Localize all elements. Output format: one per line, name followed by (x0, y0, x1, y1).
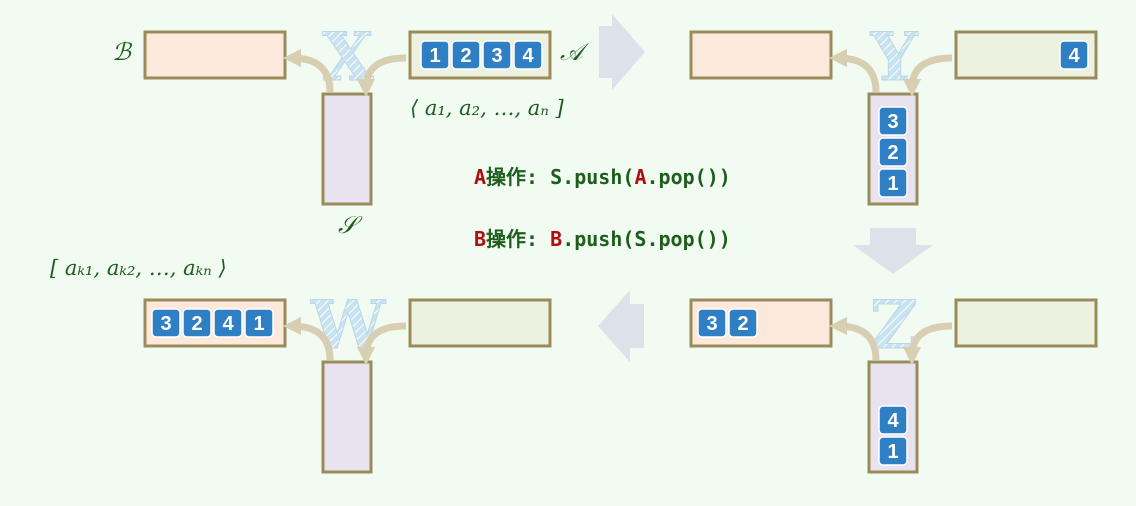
b-op-code-2: .push(S.pop()) (562, 227, 731, 251)
panel-z-b-item-0-value: 3 (706, 313, 717, 335)
panel-w-arrow-to-b (282, 316, 334, 361)
b-op-prefix: B (474, 227, 487, 251)
panel-y-arrow-from-a (902, 54, 953, 98)
a-op-prefix: A (474, 165, 487, 189)
a-op-code-1: S.push( (550, 165, 635, 189)
panel-w-b-item-1-value: 2 (191, 313, 202, 335)
panel-x-arrow-to-b (282, 48, 334, 93)
stack-s-label: 𝒮 (338, 211, 357, 239)
panel-z-letter: Z (870, 286, 918, 364)
panel-y-stack-item-0-value: 3 (887, 111, 898, 133)
input-sequence: ⟨ a₁, a₂, …, aₙ ] (410, 96, 564, 120)
panel-x-a-item-0-box (420, 40, 450, 70)
panel-z-b-item-0-box (697, 308, 727, 338)
panel-y-a-item-0-box (1059, 40, 1089, 70)
transition-arrow-right (599, 14, 645, 90)
panel-w-b-item-3-value: 1 (253, 313, 264, 335)
panel-y-queue-b (689, 30, 833, 80)
panel-y-arrow-to-b (828, 48, 880, 93)
panel-z-arrow-to-b (828, 316, 880, 361)
b-op-code-hl: B (550, 227, 563, 251)
panel-z-b-item-1-value: 2 (737, 313, 748, 335)
panel-w-b-item-1-box (182, 308, 212, 338)
panel-x-a-item-3-value: 4 (522, 45, 534, 67)
panel-x-a-item-0-value: 1 (429, 45, 440, 67)
panel-w-letter: W (310, 286, 386, 364)
panel-y-stack-item-1-box (878, 137, 908, 167)
panel-x-stack (321, 92, 373, 206)
panel-y-stack-item-1-value: 2 (887, 142, 898, 164)
a-op-code-2: .pop()) (646, 165, 731, 189)
a-op-code-hl: A (634, 165, 647, 189)
panel-w-stack (321, 360, 373, 474)
panel-y-stack-item-0-box (878, 106, 908, 136)
panel-w-b-item-2-value: 4 (222, 313, 234, 335)
panel-x-a-item-3-box (513, 40, 543, 70)
transition-arrow-left (598, 290, 644, 362)
panel-z-stack-item-1-box (878, 436, 908, 466)
queue-b-label: ℬ (112, 38, 131, 66)
panel-w-b-item-3-box (244, 308, 274, 338)
panel-z-queue-a (954, 298, 1098, 348)
queue-a-label: 𝒜 (560, 38, 583, 66)
panel-y-stack-item-2-box (878, 168, 908, 198)
b-op-name: 操作: (486, 227, 551, 251)
output-sequence: [ aₖ₁, aₖ₂, …, aₖₙ ⟩ (50, 256, 227, 280)
panel-z-b-item-1-box (728, 308, 758, 338)
panel-x-arrow-from-a (356, 54, 407, 98)
panel-x-queue-b (143, 30, 287, 80)
panel-x-a-item-1-value: 2 (460, 45, 471, 67)
transition-arrow-down (853, 228, 933, 274)
panel-x-a-item-1-box (451, 40, 481, 70)
panel-y-stack-item-2-value: 1 (887, 173, 898, 195)
panel-z-stack-item-0-value: 4 (887, 410, 899, 432)
panel-z-stack-item-0-box (878, 405, 908, 435)
panel-x-a-item-2-value: 3 (491, 45, 502, 67)
panel-z-arrow-from-a (902, 322, 953, 366)
a-op-name: 操作: (486, 165, 551, 189)
panel-w-queue-a (408, 298, 552, 348)
panel-w-b-item-0-value: 3 (160, 313, 171, 335)
panel-x-a-item-2-box (482, 40, 512, 70)
b-operation: B操作: B.push(S.pop()) (474, 223, 731, 252)
a-operation: A操作: S.push(A.pop()) (474, 161, 731, 190)
panel-y-a-item-0-value: 4 (1068, 45, 1080, 67)
panel-w-arrow-from-a (356, 322, 407, 366)
panel-w-b-item-2-box (213, 308, 243, 338)
panel-z-stack-item-1-value: 1 (887, 441, 898, 463)
panel-w-b-item-0-box (151, 308, 181, 338)
